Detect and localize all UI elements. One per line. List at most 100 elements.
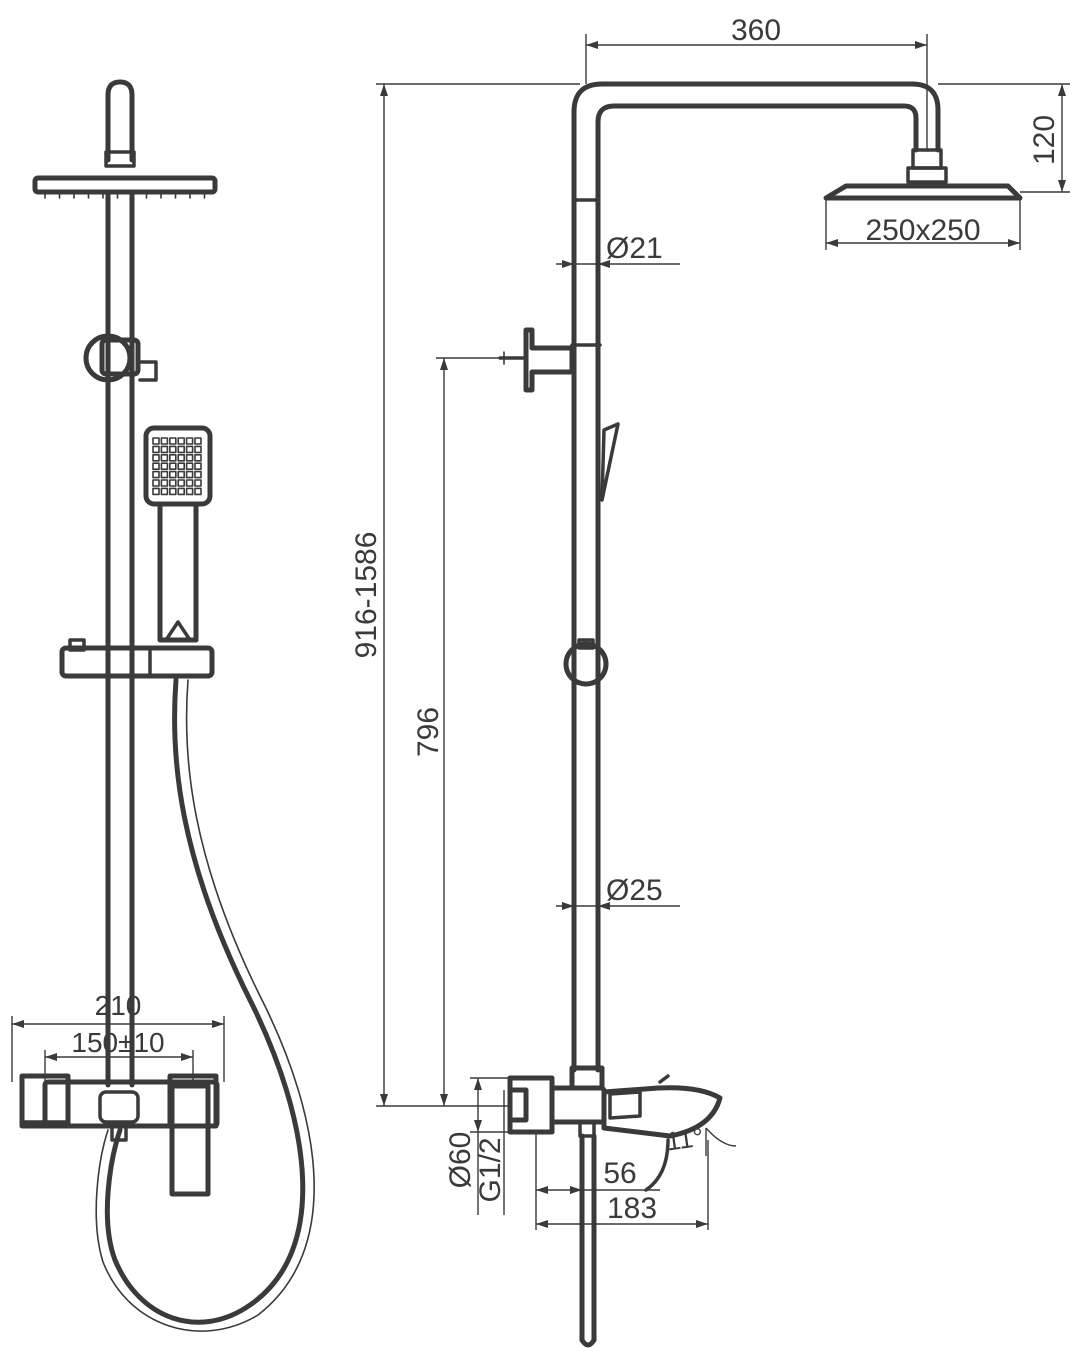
hand-shower-nozzle: [194, 437, 202, 445]
dimension-arrowhead: [440, 358, 448, 370]
side-head-ball-joint: [906, 166, 948, 184]
front-pipe-top-cap: [105, 79, 135, 163]
dim-adjustable-height-label: 916-1586: [350, 532, 383, 659]
hand-shower-nozzle: [194, 479, 202, 487]
hand-shower-nozzle: [194, 462, 202, 471]
front-slide-holder-knob: [68, 638, 86, 652]
hand-shower-nozzle: [160, 462, 169, 471]
hand-shower-nozzle: [160, 445, 169, 454]
dim-arm-drop-label: 120: [1028, 115, 1061, 165]
hand-shower-nozzle: [185, 453, 194, 462]
front-mixer-lever: [169, 1083, 211, 1197]
hand-shower-nozzle: [152, 487, 160, 496]
front-shower-hose: [104, 677, 306, 1325]
front-wall-bracket-clamp: [99, 337, 141, 377]
hand-shower-nozzle: [194, 487, 202, 496]
hand-shower-nozzle: [169, 470, 177, 479]
dimension-arrowhead: [380, 84, 388, 96]
dimension-arrowhead: [536, 1186, 548, 1194]
side-shower-head: [823, 183, 1023, 201]
dimension-arrowhead: [1058, 84, 1066, 96]
side-wall-thread: [507, 1087, 529, 1123]
side-overhead-arm-inner: [595, 103, 919, 203]
side-spout-lever: [608, 1090, 642, 1120]
front-mixer-body: [42, 1079, 220, 1129]
dimension-arrowhead: [45, 1053, 57, 1061]
dim-mixer-width-label: 210: [95, 990, 142, 1021]
dimension-arrowhead: [598, 260, 610, 268]
dim-arm-reach-label: 360: [731, 14, 781, 47]
side-spout-handle-curve: [644, 1138, 670, 1192]
dim-mixer-depth-label: 56: [603, 1157, 636, 1190]
front-view: 210 150±10: [11, 79, 315, 1332]
front-wall-bracket-flange: [83, 333, 133, 383]
side-head-connector: [911, 148, 943, 170]
front-diverter-stub: [110, 1124, 128, 1142]
dimension-arrowhead: [696, 1220, 708, 1228]
hand-shower-nozzle: [177, 462, 185, 471]
dimension-arrowhead: [562, 902, 574, 910]
hand-shower-nozzle: [152, 479, 160, 487]
hand-shower-nozzle: [194, 453, 202, 462]
dimension-arrowhead: [562, 260, 574, 268]
hand-shower-nozzle: [185, 445, 194, 454]
hand-shower-nozzle: [185, 437, 194, 445]
hand-shower-nozzle: [185, 470, 194, 479]
side-wall-flange: [507, 1075, 555, 1135]
front-hand-shower-grid: [152, 437, 202, 496]
hand-shower-nozzle: [177, 453, 185, 462]
hand-shower-nozzle: [152, 462, 160, 471]
dimension-arrowhead: [380, 1094, 388, 1106]
dim-lower-pipe-diameter-label: Ø25: [606, 874, 663, 907]
dimension-arrowhead: [570, 1186, 582, 1194]
dimension-arrowhead: [212, 1020, 224, 1028]
dimension-arrowhead: [586, 41, 598, 49]
front-slide-holder: [59, 645, 215, 679]
side-mixer-body: [549, 1085, 607, 1125]
dimension-arrowhead: [181, 1053, 193, 1061]
dimension-arrowhead: [474, 1078, 482, 1090]
side-hose-end: [579, 1337, 597, 1348]
dim-thread-label: G1/2: [474, 1137, 507, 1202]
dimension-arrowhead: [1008, 239, 1020, 247]
side-hand-shower: [600, 422, 620, 502]
hand-shower-nozzle: [169, 445, 177, 454]
hand-shower-nozzle: [169, 479, 177, 487]
front-hand-shower-tip: [164, 620, 192, 642]
hand-shower-nozzle: [177, 437, 185, 445]
hand-shower-nozzle: [177, 445, 185, 454]
front-shower-hose-inner: [95, 679, 315, 1332]
hand-shower-nozzle: [169, 487, 177, 496]
hand-shower-nozzle: [152, 453, 160, 462]
side-wall-bracket: [523, 327, 575, 393]
hand-shower-nozzle: [185, 479, 194, 487]
dimension-arrowhead: [474, 1120, 482, 1132]
side-slide-knob-top: [577, 638, 595, 650]
hand-shower-nozzle: [185, 462, 194, 471]
dim-flange-diameter-label: Ø60: [444, 1132, 477, 1189]
hand-shower-nozzle: [194, 445, 202, 454]
front-head-nut: [104, 150, 136, 168]
hand-shower-nozzle: [152, 437, 160, 445]
front-hand-shower-handle: [157, 501, 199, 643]
hand-shower-nozzle: [169, 453, 177, 462]
side-view: 360 120 250x250 Ø21 Ø25 916-1586 796 Ø60: [350, 14, 1070, 1348]
hand-shower-nozzle: [160, 470, 169, 479]
dimension-arrowhead: [915, 41, 927, 49]
dimension-arrowhead: [826, 239, 838, 247]
dim-spout-angle-label: 11°: [664, 1122, 705, 1157]
dim-spout-reach-label: 183: [607, 1192, 657, 1225]
dim-bracket-height-label: 796: [412, 707, 445, 757]
side-spout: [601, 1085, 723, 1139]
hand-shower-nozzle: [160, 479, 169, 487]
dimension-arrowhead: [12, 1020, 24, 1028]
dimension-arrowhead: [598, 902, 610, 910]
front-hand-shower-head: [143, 425, 213, 507]
hand-shower-nozzle: [160, 487, 169, 496]
dimension-arrowhead: [1058, 180, 1066, 192]
dimension-arrowhead: [440, 1094, 448, 1106]
hand-shower-nozzle: [185, 487, 194, 496]
hand-shower-nozzle: [169, 462, 177, 471]
dimension-arrowheads: [12, 41, 1066, 1228]
